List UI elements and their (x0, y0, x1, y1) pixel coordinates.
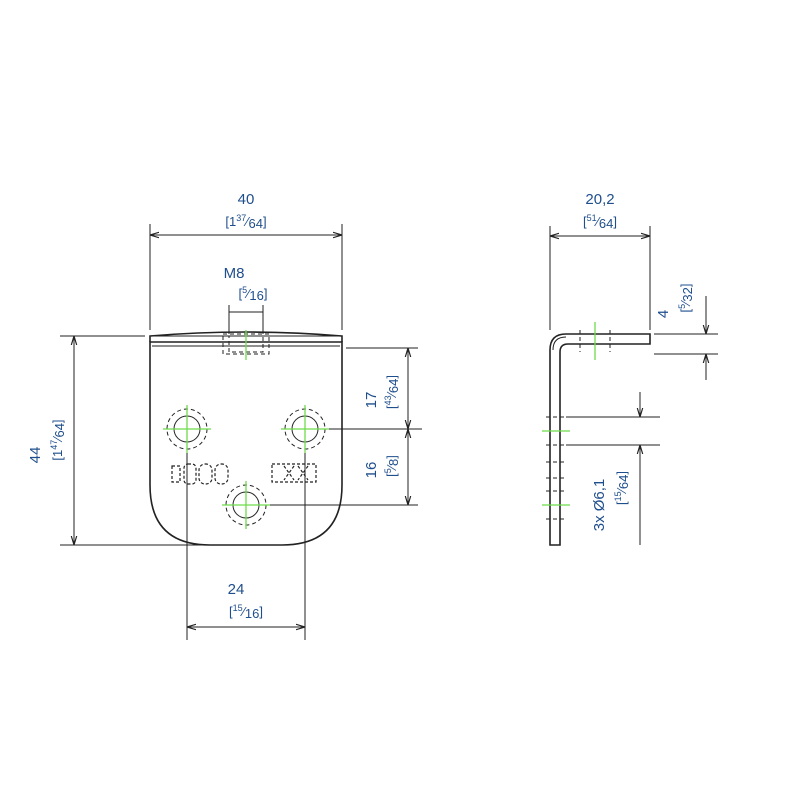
dim-upper-spacing-inch: [43⁄64] (383, 375, 401, 409)
side-thread-hole (579, 322, 611, 360)
thread-hole-top (222, 330, 270, 360)
dim-thickness-metric: 4 (655, 310, 672, 318)
side-hole-lower (542, 490, 570, 520)
dim-thickness: 4 [5⁄32] (654, 284, 718, 380)
dim-thickness-inch: [5⁄32] (677, 284, 695, 313)
dim-holes-inch: [15⁄64] (613, 471, 631, 505)
dim-thread: M8 [5⁄16] (224, 265, 268, 334)
dim-hole-spacing-vertical: 17 [43⁄64] 16 [5⁄8] (270, 347, 422, 506)
dim-upper-spacing-metric: 17 (363, 392, 380, 409)
dim-holes-metric: 3x Ø6,1 (591, 479, 608, 532)
dim-height: 44 [147⁄64] (27, 335, 205, 546)
dim-depth-inch: [51⁄64] (583, 213, 617, 231)
side-hole-middle (546, 461, 564, 479)
dim-depth: 20,2 [51⁄64] (549, 191, 651, 330)
dim-depth-metric: 20,2 (585, 191, 614, 208)
side-hole-upper (542, 416, 570, 446)
embossed-marking-right (271, 463, 317, 483)
side-view: 20,2 [51⁄64] 4 [5⁄32] 3x Ø6,1 [15⁄64] (542, 191, 718, 546)
dim-horizontal-spacing-inch: [15⁄16] (229, 603, 263, 621)
dim-holes: 3x Ø6,1 [15⁄64] (566, 392, 660, 545)
front-view: 40 [137⁄64] M8 [5⁄16] 44 [147⁄64] 17 (27, 191, 422, 640)
dim-thread-inch: [5⁄16] (239, 285, 268, 303)
dim-width-metric: 40 (238, 191, 255, 208)
embossed-marking-left (171, 463, 229, 485)
dim-width: 40 [137⁄64] (149, 191, 343, 330)
hole-lower-center (222, 481, 270, 529)
dim-height-inch: [147⁄64] (49, 419, 67, 460)
dim-lower-spacing-inch: [5⁄8] (383, 455, 401, 477)
hole-upper-right (281, 405, 329, 453)
dim-thread-metric: M8 (224, 265, 245, 282)
dim-lower-spacing-metric: 16 (363, 462, 380, 479)
dim-height-metric: 44 (27, 447, 44, 464)
dim-width-inch: [137⁄64] (225, 213, 266, 231)
side-profile-outline (549, 333, 651, 546)
hole-upper-left (163, 405, 211, 453)
dim-horizontal-spacing-metric: 24 (228, 581, 245, 598)
